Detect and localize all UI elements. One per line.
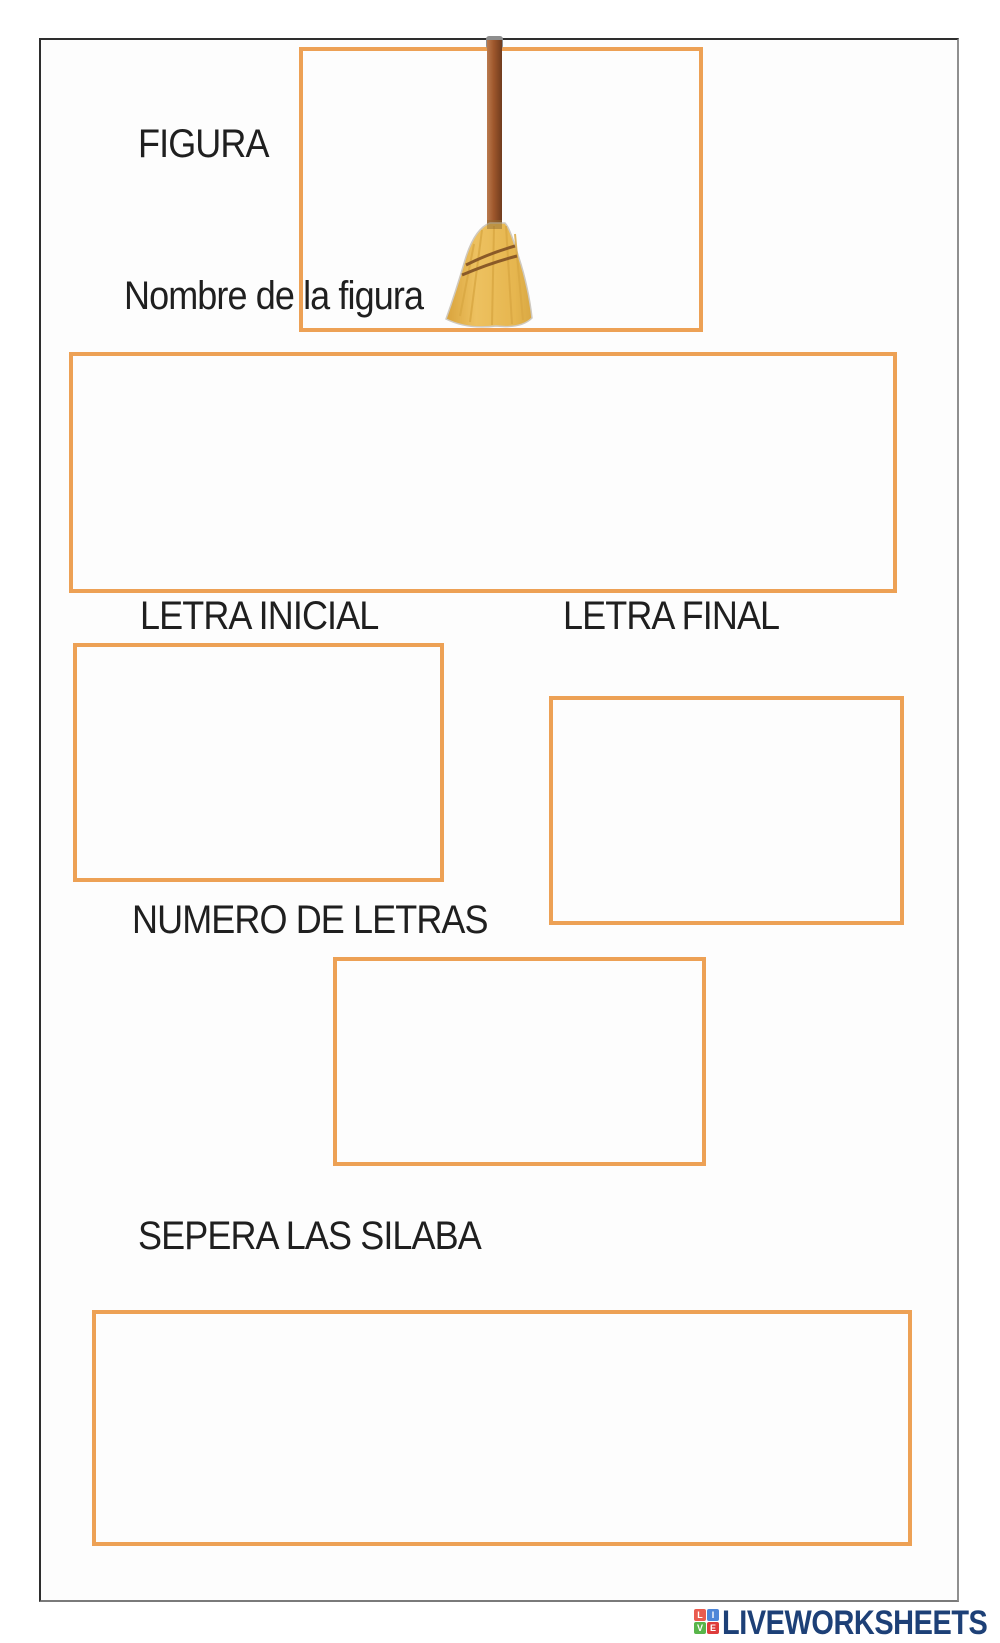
numero-letras-answer-box[interactable] xyxy=(333,957,706,1166)
broom-icon xyxy=(445,36,533,328)
logo-square-i: I xyxy=(707,1609,719,1621)
letra-inicial-answer-box[interactable] xyxy=(73,643,444,882)
liveworksheets-icon: L I V E xyxy=(694,1609,719,1634)
liveworksheets-wordmark: LIVEWORKSHEETS xyxy=(722,1604,988,1642)
numero-letras-label: NUMERO DE LETRAS xyxy=(132,898,489,942)
letra-final-label: LETRA FINAL xyxy=(563,594,780,638)
liveworksheets-logo: L I V E LIVEWORKSHEETS xyxy=(694,1604,1000,1640)
logo-square-e: E xyxy=(707,1622,719,1634)
letra-final-answer-box[interactable] xyxy=(549,696,904,925)
silabas-answer-box[interactable] xyxy=(92,1310,912,1546)
nombre-answer-box[interactable] xyxy=(69,352,897,593)
letra-inicial-label: LETRA INICIAL xyxy=(140,594,379,638)
nombre-figura-label: Nombre de la figura xyxy=(124,274,424,318)
figura-label: FIGURA xyxy=(138,122,270,166)
separa-silabas-label: SEPERA LAS SILABA xyxy=(138,1214,482,1258)
logo-square-l: L xyxy=(694,1609,706,1621)
logo-square-v: V xyxy=(694,1622,706,1634)
